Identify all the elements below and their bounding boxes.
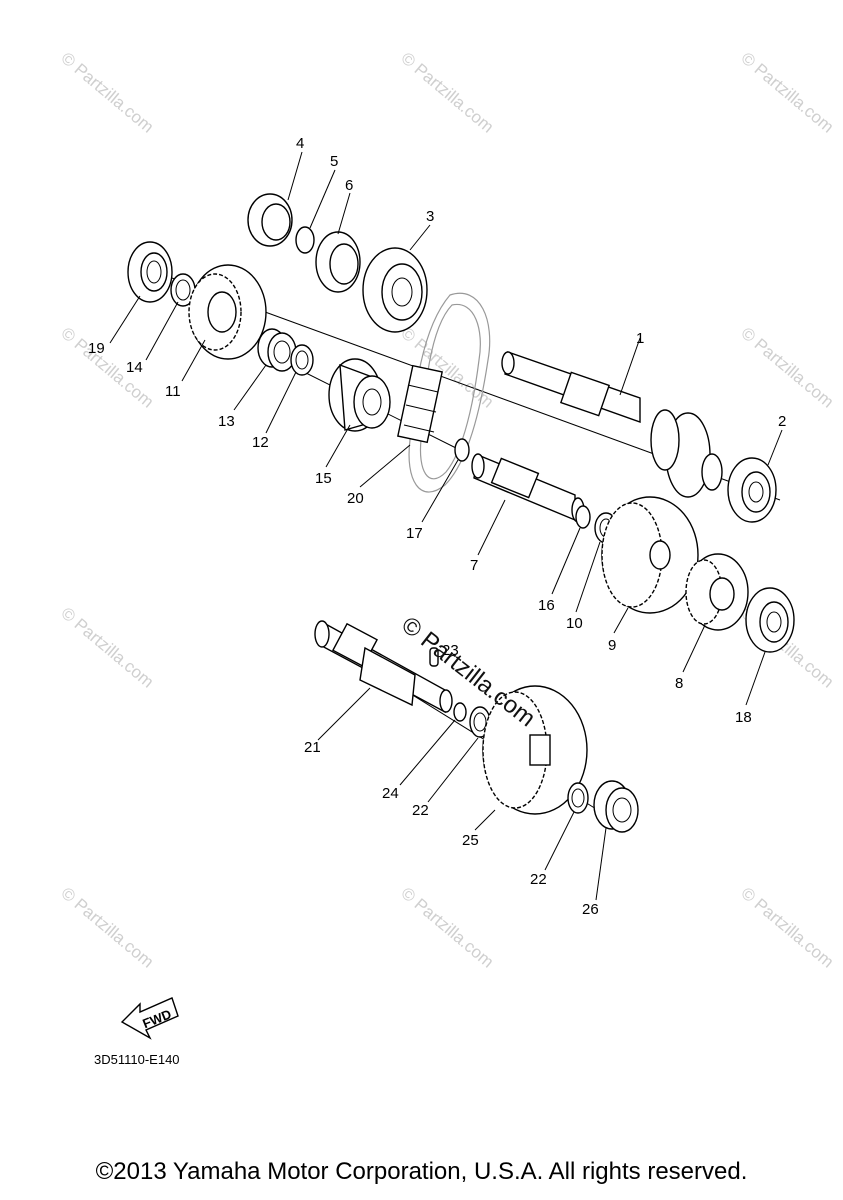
leader-lines	[109, 151, 783, 901]
gear-9	[601, 496, 699, 614]
watermark: © Partzilla.com	[57, 49, 157, 137]
callout-1: 1	[636, 330, 644, 347]
o-ring-17	[454, 438, 470, 462]
callout-16: 16	[538, 597, 555, 614]
callout-14: 14	[126, 359, 143, 376]
bearing-26	[593, 780, 639, 833]
callout-26: 26	[582, 901, 599, 918]
o-ring-5	[295, 226, 315, 254]
oil-seal-4	[247, 193, 293, 247]
clutch-dog-15	[328, 358, 391, 432]
bearing-3	[362, 247, 428, 333]
callout-20: 20	[347, 490, 364, 507]
bearing-19	[127, 241, 173, 303]
watermark: © Partzilla.com	[57, 604, 157, 692]
washer-12	[290, 344, 314, 376]
callout-21: 21	[304, 739, 321, 756]
callout-8: 8	[675, 675, 683, 692]
callout-23: 25	[462, 832, 479, 849]
pin-24	[429, 647, 439, 667]
circlip-25	[453, 702, 467, 722]
gear-11	[188, 264, 267, 360]
chain-20	[397, 364, 443, 444]
gear-8	[685, 553, 749, 631]
watermark: © Partzilla.com	[737, 49, 837, 137]
callout-13: 13	[218, 413, 235, 430]
callout-6: 6	[345, 177, 353, 194]
watermark-large: © Partzilla.com	[396, 611, 540, 732]
callout-22-a: 22	[412, 802, 429, 819]
watermark: © Partzilla.com	[397, 884, 497, 972]
callout-12: 12	[252, 434, 269, 451]
washer-14	[170, 273, 196, 307]
callout-4: 4	[296, 135, 304, 152]
callout-15: 15	[315, 470, 332, 487]
oil-seal-6	[315, 231, 361, 293]
callout-3: 3	[426, 208, 434, 225]
watermark: © Partzilla.com	[397, 49, 497, 137]
watermark-layer: © Partzilla.com © Partzilla.com © Partzi…	[57, 49, 837, 972]
diagram-code: 3D51110-E140	[94, 1052, 180, 1067]
watermark: © Partzilla.com	[737, 884, 837, 972]
callout-labels: 4 5 6 3 1 2 19 14 11 13 12 15 20 17 7 16…	[88, 135, 786, 918]
washer-22-b	[567, 782, 589, 814]
main-shaft-1	[501, 351, 723, 498]
gear-23	[482, 685, 588, 815]
circlip-16	[575, 505, 591, 529]
callout-24: 23	[442, 642, 459, 659]
callout-11: 11	[165, 383, 181, 400]
callout-17: 17	[406, 525, 423, 542]
callout-19: 19	[88, 340, 105, 357]
callout-2: 2	[778, 413, 786, 430]
watermark: © Partzilla.com	[57, 884, 157, 972]
copyright-notice: ©2013 Yamaha Motor Corporation, U.S.A. A…	[95, 1158, 748, 1185]
bearing-18	[745, 587, 795, 653]
needle-bearing-13	[257, 328, 297, 372]
fwd-arrow-icon: FWD	[120, 997, 179, 1040]
watermark: © Partzilla.com	[737, 324, 837, 412]
shaft-7	[471, 453, 585, 523]
output-shaft-21	[314, 620, 453, 714]
callout-10: 10	[566, 615, 583, 632]
callout-7: 7	[470, 557, 478, 574]
callout-18: 18	[735, 709, 752, 726]
callout-25: 24	[382, 785, 399, 802]
callout-22-b: 22	[530, 871, 547, 888]
callout-5: 5	[330, 153, 338, 170]
bearing-2	[727, 457, 777, 523]
callout-9: 9	[608, 637, 616, 654]
